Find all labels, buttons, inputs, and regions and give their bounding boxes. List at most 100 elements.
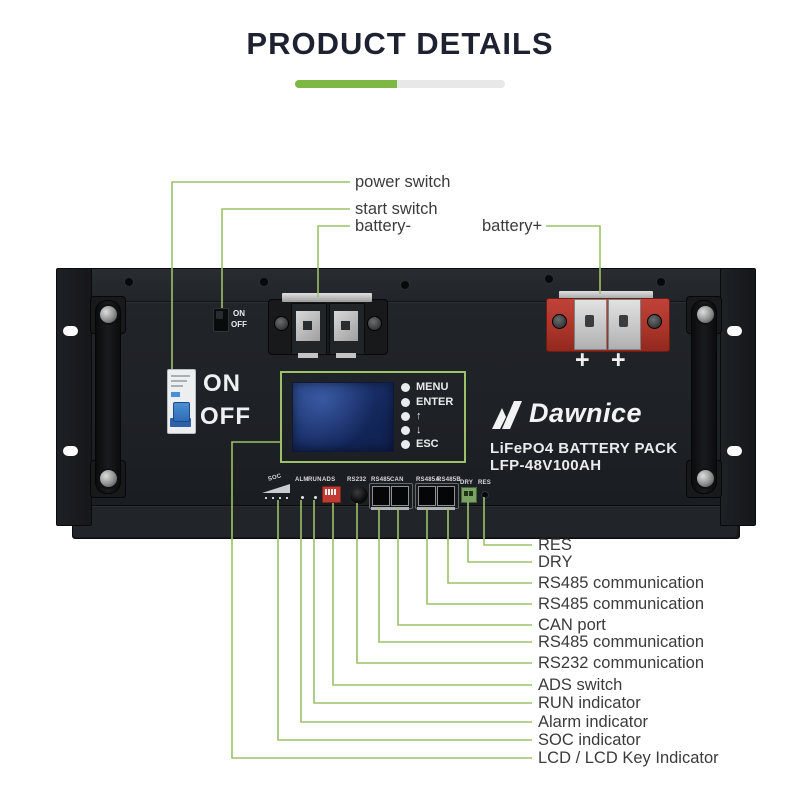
title-underline <box>295 80 505 88</box>
enter-label: ENTER <box>416 396 454 408</box>
callout-ads: ADS switch <box>538 676 623 694</box>
callout-lcd: LCD / LCD Key Indicator <box>538 749 719 767</box>
up-arrow-icon: ↑ <box>416 410 422 422</box>
callout-rs485: RS485 communication <box>538 633 704 651</box>
callout-rs485a: RS485 communication <box>538 595 704 613</box>
run-led <box>314 496 317 499</box>
menu-label: MENU <box>416 381 449 393</box>
rs485-port <box>372 486 390 506</box>
screw <box>259 277 269 287</box>
soc-led <box>265 497 267 499</box>
left-ear-hole <box>63 326 78 336</box>
menu-button <box>401 383 410 392</box>
battery-plus-contact-hole <box>585 315 594 327</box>
battery-plus-busbar <box>559 291 653 300</box>
screw <box>656 277 666 287</box>
screw <box>400 280 410 290</box>
plus-symbol: + <box>575 346 590 374</box>
port-block-plate <box>417 507 455 510</box>
breaker-toggle-base <box>170 418 191 427</box>
breaker-print <box>171 375 190 377</box>
can-port <box>391 486 409 506</box>
callout-rs232: RS232 communication <box>538 654 704 672</box>
callout-battery-minus: battery- <box>355 217 411 235</box>
breaker-off-label: OFF <box>200 403 251 430</box>
screw <box>367 316 382 331</box>
right-ear-hole <box>727 446 742 456</box>
battery-minus-contact-hole <box>341 321 350 330</box>
callout-start-switch: start switch <box>355 200 438 218</box>
dry-port-label: DRY <box>460 480 474 486</box>
callout-soc: SOC indicator <box>538 731 641 749</box>
callout-power-switch: power switch <box>355 173 451 191</box>
breaker-toggle <box>173 402 190 422</box>
callout-dry: DRY <box>538 553 573 571</box>
soc-led <box>286 497 288 499</box>
battery-minus-tab <box>336 353 356 358</box>
battery-minus-contact-hole <box>303 321 312 330</box>
title-underline-accent <box>295 80 397 88</box>
esc-button <box>401 440 410 449</box>
page-title: PRODUCT DETAILS <box>246 26 554 61</box>
callout-battery-plus: battery+ <box>482 217 543 235</box>
run-port-label: RUN <box>308 477 322 483</box>
dry-terminal-hole <box>469 491 473 496</box>
battery-minus-busbar <box>282 293 372 302</box>
right-handle <box>691 300 717 494</box>
left-ear-hole <box>63 446 78 456</box>
plus-symbol: + <box>611 346 626 374</box>
res-port-label: RES <box>478 480 491 486</box>
rs232-port <box>349 485 369 505</box>
down-arrow-icon: ↓ <box>416 424 422 436</box>
dip-lever <box>328 489 330 495</box>
esc-label: ESC <box>416 438 439 450</box>
right-rack-ear <box>720 268 756 526</box>
ads-port-label: ADS <box>322 477 336 483</box>
battery-minus-tab <box>298 353 318 358</box>
brand-name: Dawnice <box>529 398 643 428</box>
callout-can: CAN port <box>538 616 606 634</box>
battery-plus-connector <box>608 299 641 350</box>
alm-port-label: ALM <box>295 477 309 483</box>
battery-plus-contact-hole <box>619 315 628 327</box>
dawnice-logo-icon <box>492 401 522 429</box>
screw <box>552 314 567 329</box>
screw <box>695 304 716 325</box>
dip-lever <box>331 489 333 495</box>
dip-lever <box>325 489 327 495</box>
rs485b-port <box>437 486 455 506</box>
breaker-print <box>171 385 183 387</box>
rs485a-port <box>418 486 436 506</box>
callout-alarm: Alarm indicator <box>538 713 649 731</box>
screw <box>647 314 662 329</box>
soc-led <box>272 497 274 499</box>
right-ear-hole <box>727 326 742 336</box>
alarm-led <box>301 496 304 499</box>
screw <box>98 468 119 489</box>
screw <box>124 277 134 287</box>
product-name: LiFePO4 BATTERY PACK <box>490 440 678 457</box>
breaker-print <box>171 380 187 382</box>
screw <box>544 274 554 284</box>
callout-res: RES <box>538 536 572 554</box>
screw <box>695 468 716 489</box>
screw <box>274 316 289 331</box>
dip-lever <box>334 489 336 495</box>
start-switch-on-label: ON <box>233 309 245 318</box>
callout-run: RUN indicator <box>538 694 641 712</box>
start-switch-off-label: OFF <box>231 320 247 329</box>
left-rack-ear <box>56 268 92 526</box>
product-model: LFP-48V100AH <box>490 457 602 474</box>
res-reset-hole <box>481 491 489 499</box>
rs232-port-label: RS232 <box>347 477 367 483</box>
left-handle <box>95 300 121 494</box>
callout-rs485b: RS485 communication <box>538 574 704 592</box>
lcd-display <box>292 382 394 452</box>
enter-button <box>401 398 410 407</box>
up-button <box>401 412 410 421</box>
soc-led <box>279 497 281 499</box>
breaker-on-label: ON <box>203 370 241 397</box>
dry-terminal-hole <box>464 491 468 496</box>
start-switch-nub <box>216 311 223 319</box>
port-block-plate <box>371 507 409 510</box>
